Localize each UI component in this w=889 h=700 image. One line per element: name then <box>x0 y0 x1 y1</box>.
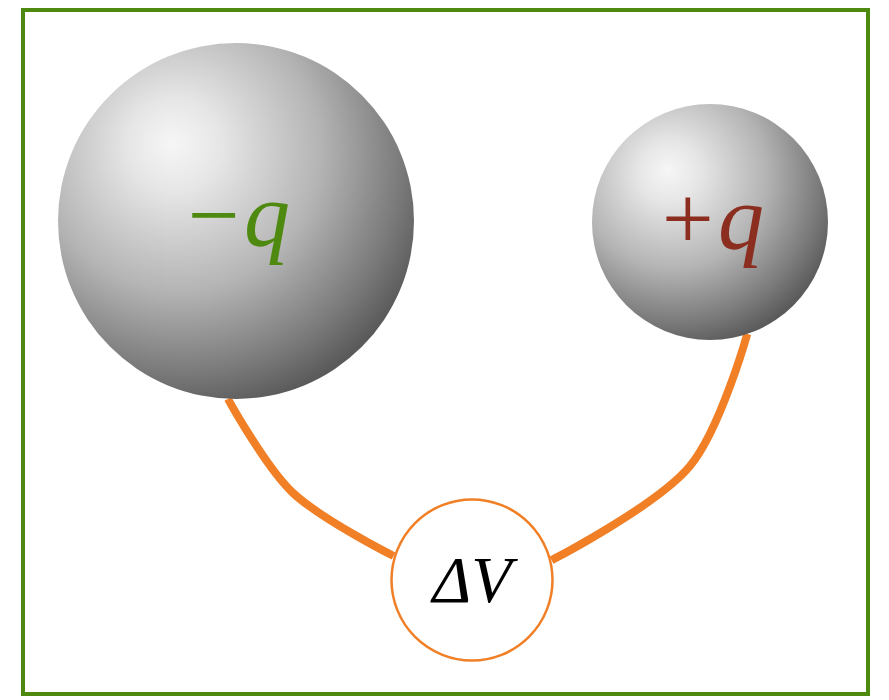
charge-label: +q <box>656 172 764 264</box>
frame-border <box>23 10 868 694</box>
charged-sphere: −q <box>58 43 414 399</box>
voltage-label: ΔV <box>432 547 511 613</box>
wire <box>552 334 748 560</box>
charged-sphere: +q <box>592 104 828 340</box>
charge-label: −q <box>182 169 290 261</box>
ring-outline <box>392 500 553 661</box>
wire <box>228 399 394 556</box>
sphere-body <box>592 104 828 340</box>
sphere-body <box>58 43 414 399</box>
voltage-source: ΔV <box>390 498 554 662</box>
